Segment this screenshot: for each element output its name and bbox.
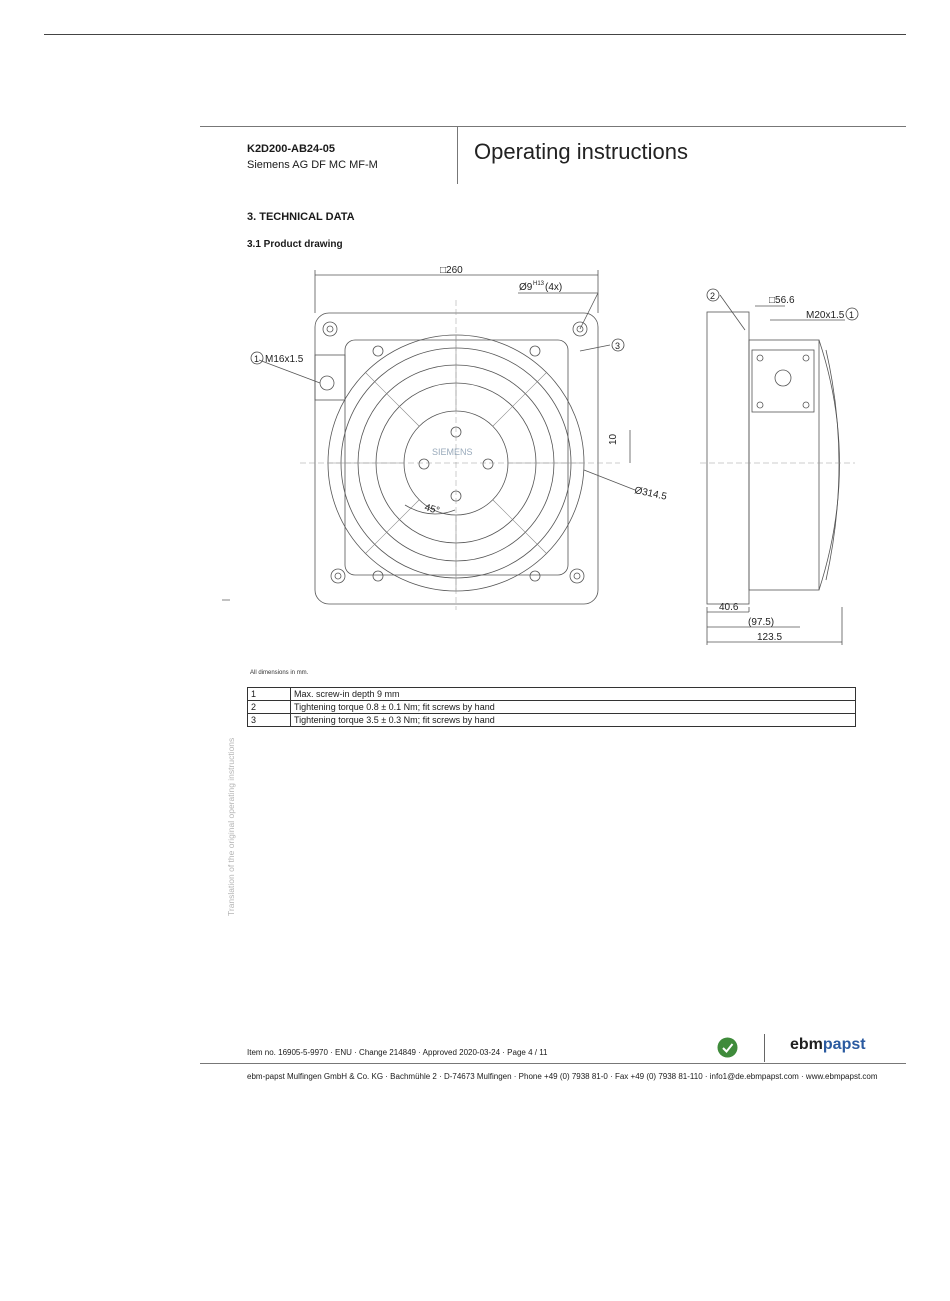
side-terminal-box <box>751 349 815 413</box>
header-divider <box>457 126 458 184</box>
siemens-mark: SIEMENS <box>432 447 473 457</box>
translation-note: Translation of the original operating in… <box>226 737 236 916</box>
section-heading: 3. TECHNICAL DATA <box>247 211 355 223</box>
table-row: 3 Tightening torque 3.5 ± 0.3 Nm; fit sc… <box>247 713 856 727</box>
table-row: 2 Tightening torque 0.8 ± 0.1 Nm; fit sc… <box>247 700 856 714</box>
customer-name: Siemens AG DF MC MF-M <box>247 159 378 171</box>
note-text: Tightening torque 3.5 ± 0.3 Nm; fit scre… <box>290 713 856 727</box>
dim-side-a: 40.6 <box>719 602 739 613</box>
table-row: 1 Max. screw-in depth 9 mm <box>247 687 856 701</box>
product-drawing: □260 Ø9 H13 (4x) 1 M16x1.5 3 10 Ø314.5 4… <box>222 265 859 645</box>
dim-side-c: 123.5 <box>757 632 782 643</box>
dim-hole-tolerance: H13 <box>533 281 545 287</box>
product-code: K2D200-AB24-05 <box>247 143 336 155</box>
ebmpapst-logo: ebmpapst <box>790 1036 866 1054</box>
note-text: Tightening torque 0.8 ± 0.1 Nm; fit scre… <box>290 700 856 714</box>
cable-gland <box>314 354 346 401</box>
top-rule <box>44 34 906 35</box>
footer-logo-divider <box>764 1034 765 1062</box>
footer-item-line: Item no. 16905-5-9970 · ENU · Change 214… <box>247 1048 548 1057</box>
header-rule <box>200 126 906 127</box>
front-housing <box>314 312 599 605</box>
callout-1-side: 1 <box>849 310 854 320</box>
side-motor <box>748 339 820 591</box>
document-title: Operating instructions <box>474 139 688 164</box>
callout-1-front: 1 <box>254 354 259 364</box>
logo-part-ebm: ebm <box>790 1036 823 1053</box>
dim-side-b: (97.5) <box>748 617 774 628</box>
certification-badge-icon <box>717 1037 738 1058</box>
dim-offset-label: 10 <box>608 433 619 445</box>
notes-table: 1 Max. screw-in depth 9 mm 2 Tightening … <box>247 687 856 727</box>
dim-box-label: □56.6 <box>769 295 795 306</box>
dim-hole-count: (4x) <box>545 282 562 293</box>
thread-side-label: M20x1.5 <box>806 310 845 321</box>
note-text: Max. screw-in depth 9 mm <box>290 687 856 701</box>
side-guard <box>818 339 840 591</box>
footer-rule <box>200 1063 906 1064</box>
thread-front-label: M16x1.5 <box>265 354 304 365</box>
note-number: 1 <box>247 687 291 701</box>
note-number: 3 <box>247 713 291 727</box>
logo-part-papst: papst <box>822 1036 866 1053</box>
note-number: 2 <box>247 700 291 714</box>
front-inner-frame <box>344 339 569 576</box>
footer-company-line: ebm-papst Mulfingen GmbH & Co. KG · Bach… <box>247 1072 878 1081</box>
subsection-heading: 3.1 Product drawing <box>247 239 343 250</box>
dim-angle-label: 45° <box>423 502 440 517</box>
callout-3-front: 3 <box>615 341 620 351</box>
dimensions-note: All dimensions in mm. <box>250 670 309 676</box>
dim-width-label: □260 <box>440 265 463 276</box>
mounting-holes <box>322 321 588 584</box>
side-housing <box>706 311 750 605</box>
dim-hole-label: Ø9 <box>519 282 533 293</box>
callout-2-side: 2 <box>710 291 715 301</box>
dim-diameter-label: Ø314.5 <box>633 485 668 503</box>
